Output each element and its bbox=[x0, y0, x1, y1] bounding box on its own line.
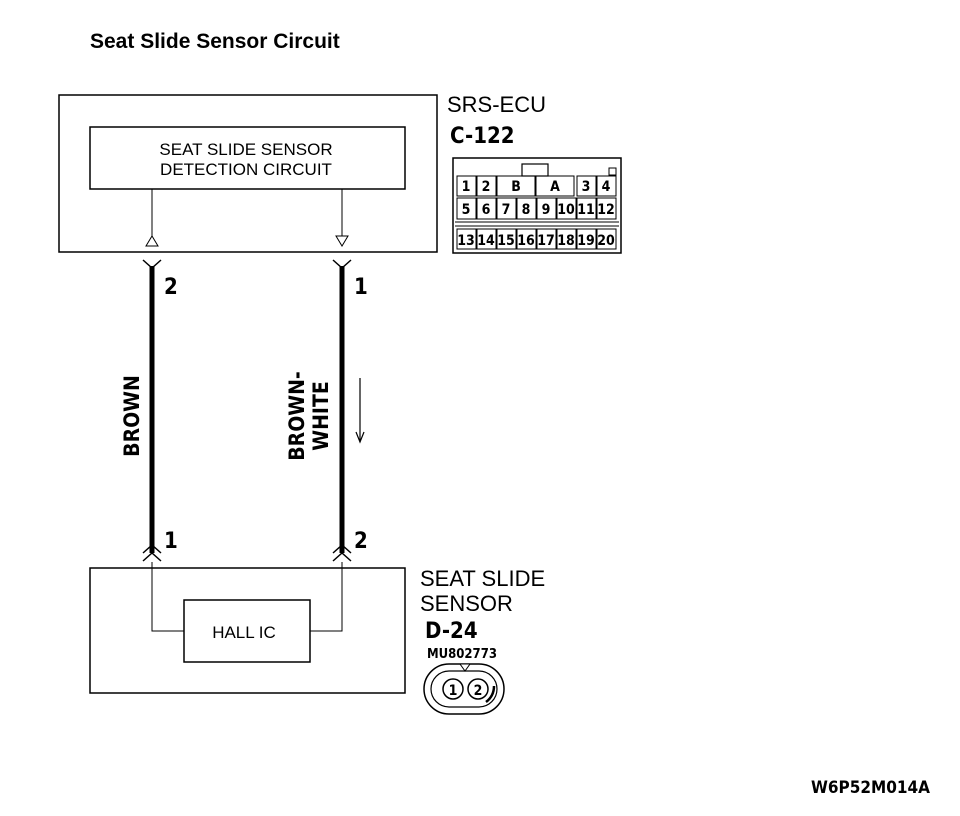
detection-circuit-box bbox=[89, 126, 406, 190]
c122-pin: 8 bbox=[522, 202, 531, 218]
sensor-name-line2: SENSOR bbox=[420, 591, 513, 616]
ecu-pin-2-label: 2 bbox=[164, 275, 178, 300]
current-direction-arrow-icon bbox=[355, 378, 365, 444]
c122-pin: 5 bbox=[462, 202, 471, 218]
sensor-pin-1-label: 1 bbox=[164, 529, 178, 554]
d24-pin: 2 bbox=[474, 683, 483, 699]
sensor-internal-lead-2 bbox=[310, 562, 343, 632]
c122-pin: 4 bbox=[602, 179, 611, 195]
c122-pin: 3 bbox=[582, 179, 591, 195]
c122-pin: 18 bbox=[557, 233, 575, 249]
sensor-pin-2-label: 2 bbox=[354, 529, 368, 554]
hall-ic-label: HALL IC bbox=[212, 623, 276, 642]
c-122-connector-face: 1 2 B A 3 4 5 6 7 8 9 10 11 12 13 14 bbox=[452, 157, 622, 254]
sensor-connector-part-number: MU802773 bbox=[427, 647, 497, 662]
sensor-name-line1: SEAT SLIDE bbox=[420, 566, 545, 591]
c122-pin: 19 bbox=[577, 233, 595, 249]
detection-circuit-label-line1: SEAT SLIDE SENSOR bbox=[159, 140, 332, 159]
d24-pin: 1 bbox=[449, 683, 458, 699]
ecu-connector-code: C-122 bbox=[450, 124, 515, 149]
diagram-title: Seat Slide Sensor Circuit bbox=[90, 30, 340, 53]
c122-pin: 17 bbox=[537, 233, 555, 249]
ecu-terminal-2-up-triangle bbox=[145, 235, 159, 247]
c122-pin: 2 bbox=[482, 179, 491, 195]
c122-pin: 1 bbox=[462, 179, 471, 195]
c122-pin: 10 bbox=[557, 202, 575, 218]
brown-white-wire-color-label-line2: WHITE bbox=[309, 381, 333, 450]
c122-pin: 16 bbox=[517, 233, 535, 249]
ecu-terminal-1-down-triangle bbox=[335, 235, 349, 247]
sensor-internal-lead-1 bbox=[151, 562, 184, 632]
c122-pin: 13 bbox=[457, 233, 475, 249]
figure-reference-code: W6P52M014A bbox=[811, 778, 930, 798]
c122-pin: 6 bbox=[482, 202, 491, 218]
c122-pin: 11 bbox=[577, 202, 595, 218]
c122-pin: A bbox=[550, 179, 560, 195]
c122-pin: 20 bbox=[597, 233, 615, 249]
sensor-pin-2-connector-mark bbox=[332, 543, 352, 562]
sensor-pin-1-connector-mark bbox=[142, 543, 162, 562]
srs-ecu-label: SRS-ECU bbox=[447, 92, 546, 117]
detection-circuit-label-line2: DETECTION CIRCUIT bbox=[160, 160, 332, 179]
c122-pin: 12 bbox=[597, 202, 615, 218]
c122-pin: 15 bbox=[497, 233, 515, 249]
seat-slide-sensor-box bbox=[89, 567, 406, 694]
brown-white-wire-color-label-line1: BROWN- bbox=[285, 371, 309, 461]
d-24-connector-face: 1 2 bbox=[423, 663, 505, 715]
ecu-pin-1-label: 1 bbox=[354, 275, 368, 300]
c122-pin: B bbox=[511, 179, 521, 195]
srs-ecu-box bbox=[58, 94, 438, 253]
c122-pin: 7 bbox=[502, 202, 511, 218]
sensor-connector-code: D-24 bbox=[425, 619, 478, 644]
c122-pin: 14 bbox=[477, 233, 495, 249]
brown-wire-color-label: BROWN bbox=[120, 375, 144, 457]
c122-pin: 9 bbox=[542, 202, 551, 218]
